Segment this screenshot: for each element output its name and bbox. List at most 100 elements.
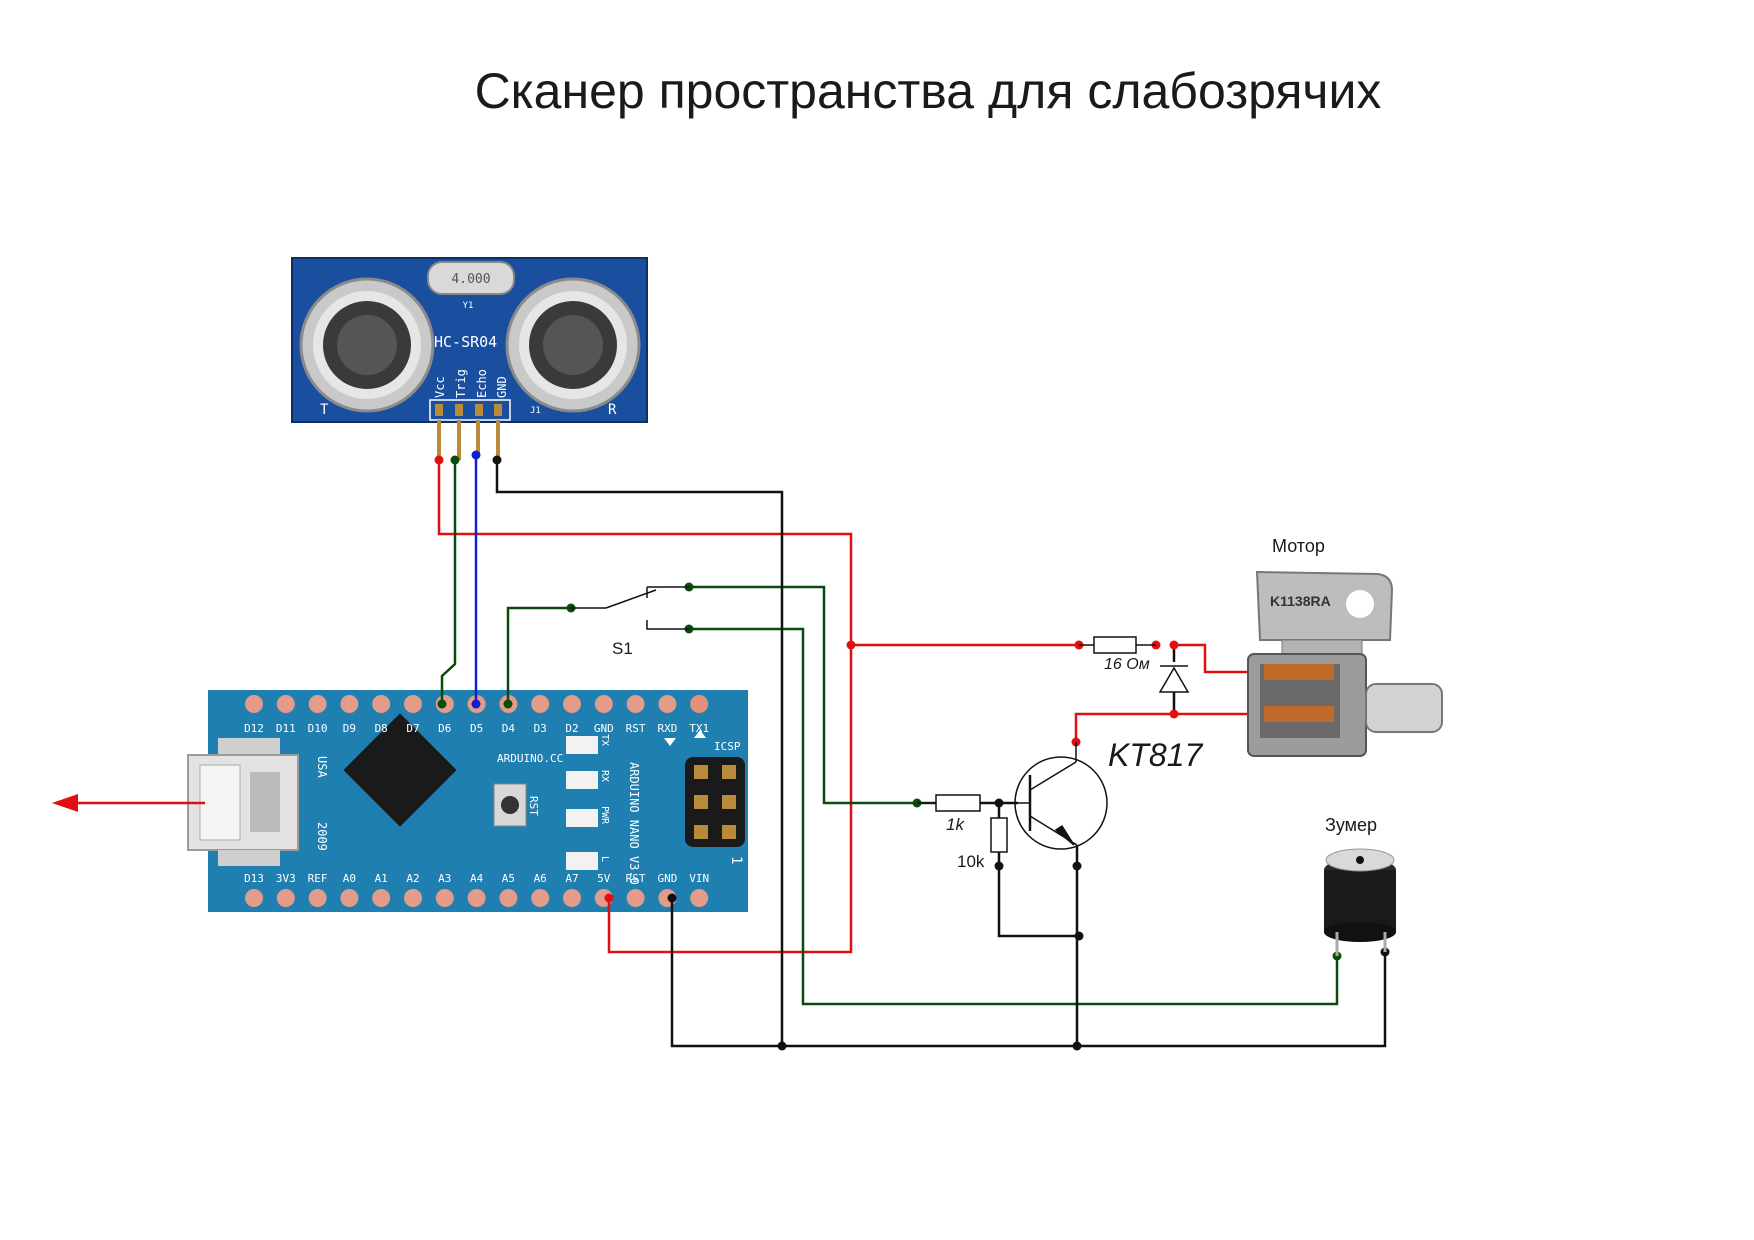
- top-pin-pad: [658, 695, 677, 713]
- motor-label: Мотор: [1272, 536, 1325, 556]
- icsp-header: [685, 757, 745, 847]
- sensor-r-label: R: [608, 402, 617, 418]
- top-pin-label: TX1: [689, 722, 709, 735]
- top-pin-label: D7: [406, 722, 419, 735]
- bottom-pin-pad: [372, 889, 391, 907]
- switch-label: S1: [612, 639, 633, 658]
- bottom-pin-label: 5V: [597, 872, 611, 885]
- crystal: [427, 261, 515, 295]
- top-pin-pad: [594, 695, 613, 713]
- wire-switch-d4: [506, 606, 571, 704]
- top-pin-pad: [626, 695, 645, 713]
- bottom-pin-label: A6: [534, 872, 547, 885]
- usa-label: USA: [315, 756, 329, 778]
- top-pin-label: D2: [565, 722, 578, 735]
- usb-arrow: [52, 794, 205, 812]
- top-pin-label: RXD: [657, 722, 677, 735]
- wire-collector: [1074, 712, 1327, 742]
- bottom-pin-pad: [626, 889, 645, 907]
- vibration-motor: [1247, 570, 1443, 757]
- top-pin-pad: [245, 695, 263, 713]
- top-pin-label: D3: [534, 722, 547, 735]
- bottom-pin-label: A4: [470, 872, 484, 885]
- bottom-pin-label: A7: [565, 872, 578, 885]
- sensor-header-pins: [435, 404, 502, 460]
- top-pin-label: D12: [244, 722, 264, 735]
- pin-label-echo: Echo: [475, 369, 489, 398]
- bottom-pin-label: RST: [626, 872, 646, 885]
- top-pin-label: D11: [276, 722, 296, 735]
- bottom-pin-pad: [563, 889, 581, 907]
- icsp-label: ICSP: [714, 740, 741, 753]
- bottom-pin-label: D13: [244, 872, 264, 885]
- receiver-transducer: [505, 277, 641, 413]
- top-pin-pad: [276, 695, 295, 713]
- sensor-header: [429, 399, 511, 421]
- flyback-diode: [1158, 665, 1190, 693]
- bottom-pin-label: GND: [657, 872, 677, 885]
- top-pin-label: D10: [308, 722, 328, 735]
- crystal-label: 4.000: [451, 272, 490, 287]
- hc-sr04-sensor: 4.000 Y1 HC-SR04 T R J1 Vcc Trig Echo GN…: [291, 257, 648, 460]
- motor-marking: K1138RA: [1270, 593, 1331, 609]
- top-pin-pad: [372, 695, 391, 713]
- wire-vcc: [437, 460, 853, 954]
- buzzer-label: Зумер: [1325, 815, 1377, 835]
- resistor-1k: [935, 794, 981, 812]
- resistor-10k: [990, 817, 1008, 853]
- bottom-pin-label: A2: [406, 872, 419, 885]
- pin-label-vcc: Vcc: [433, 376, 447, 398]
- bottom-pin-pad: [499, 889, 518, 907]
- bottom-pin-pad: [467, 889, 486, 907]
- top-pin-label: D6: [438, 722, 451, 735]
- led-l-label: L: [599, 856, 610, 862]
- top-pin-pad: [308, 695, 327, 713]
- top-pin-pad: [404, 695, 422, 713]
- bottom-pin-pad: [435, 889, 454, 907]
- arduino-name: ARDUINO NANO V3.0: [627, 762, 641, 885]
- top-pin-pad: [531, 695, 550, 713]
- bottom-pin-label: A1: [375, 872, 388, 885]
- bottom-pin-pad: [404, 889, 422, 907]
- top-pin-label: D4: [502, 722, 516, 735]
- resistor-16-ohm: [1093, 636, 1137, 654]
- transistor-label: KT817: [1108, 737, 1203, 773]
- buzzer: [1324, 848, 1396, 956]
- bottom-pin-label: A0: [343, 872, 356, 885]
- pin-label-trig: Trig: [454, 369, 468, 398]
- top-pin-pad: [690, 695, 709, 713]
- bottom-pin-label: REF: [308, 872, 328, 885]
- bottom-pin-pad: [308, 889, 327, 907]
- sensor-j1-label: J1: [530, 406, 541, 416]
- wire-switch-buzzer: [689, 627, 1339, 1006]
- arduino-brand: ARDUINO.CC: [497, 752, 563, 765]
- crystal-ref: Y1: [463, 301, 474, 311]
- led-pwr-label: PWR: [599, 806, 610, 825]
- resistor-16-ohm-label: 16 Ом: [1104, 656, 1150, 673]
- bottom-pin-label: A5: [502, 872, 515, 885]
- page-title: Сканер пространства для слабозрячих: [474, 63, 1382, 119]
- rst-label: RST: [527, 796, 540, 816]
- bottom-pin-pad: [276, 889, 295, 907]
- led-rx-label: RX: [599, 770, 610, 782]
- wire-gnd-sensor: [495, 460, 784, 1046]
- bottom-pin-pad: [690, 889, 709, 907]
- bottom-pin-pad: [245, 889, 263, 907]
- transmitter-transducer: [299, 277, 435, 413]
- resistor-10k-label: 10k: [957, 852, 985, 871]
- wire-switch-base: [689, 585, 938, 805]
- bottom-pin-pad: [531, 889, 550, 907]
- sensor-model: HC-SR04: [434, 333, 497, 351]
- top-pin-pad: [340, 695, 359, 713]
- pin1-marker: 1: [728, 856, 744, 864]
- top-pin-label: D8: [375, 722, 388, 735]
- bottom-pin-label: 3V3: [276, 872, 296, 885]
- pin-label-gnd: GND: [495, 376, 509, 398]
- switch-s1: [571, 586, 689, 630]
- top-pin-label: D5: [470, 722, 483, 735]
- wire-trig: [440, 460, 457, 704]
- top-pin-label: D9: [343, 722, 356, 735]
